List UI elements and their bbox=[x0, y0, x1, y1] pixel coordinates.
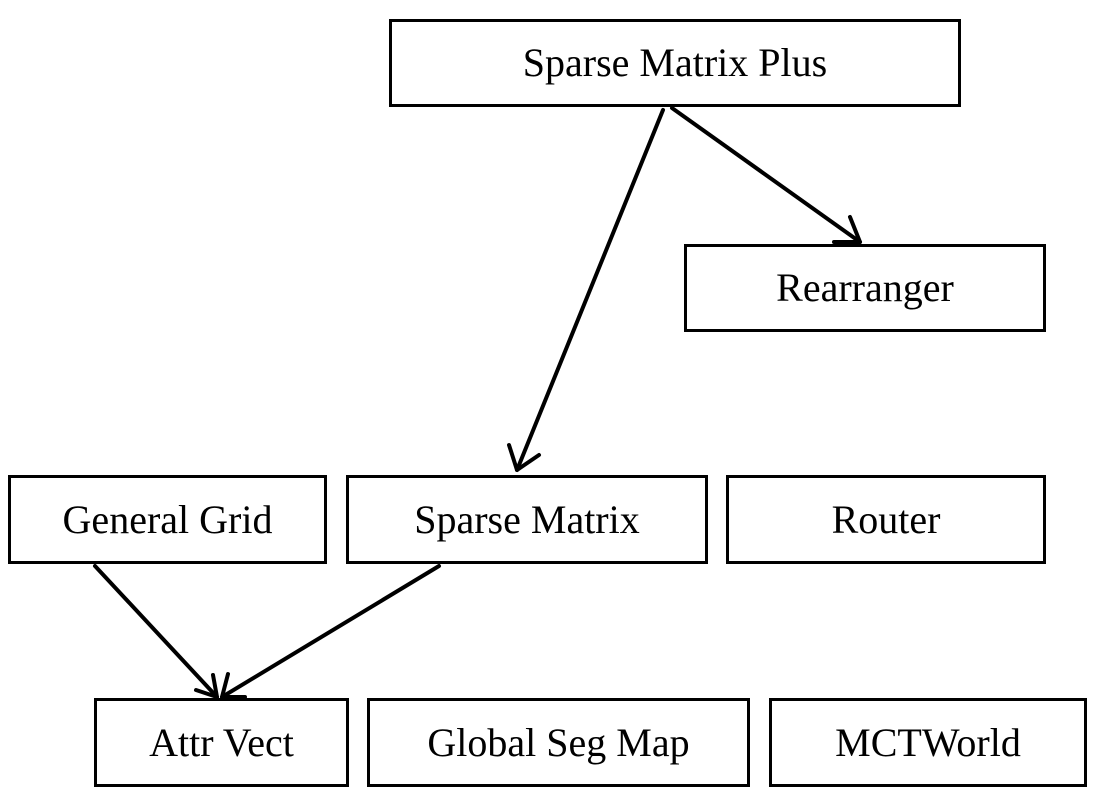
node-label: Attr Vect bbox=[149, 719, 294, 765]
node-label: Global Seg Map bbox=[427, 719, 690, 765]
node-sparse-matrix: Sparse Matrix bbox=[346, 475, 708, 564]
edge-sparse-matrix-plus-to-rearranger bbox=[670, 106, 862, 244]
node-attr-vect: Attr Vect bbox=[94, 698, 349, 787]
node-sparse-matrix-plus: Sparse Matrix Plus bbox=[389, 19, 961, 107]
node-label: Sparse Matrix Plus bbox=[522, 40, 828, 85]
node-label: General Grid bbox=[62, 496, 273, 542]
edge-general-grid-to-attr-vect bbox=[93, 564, 219, 699]
node-router: Router bbox=[726, 475, 1046, 564]
node-rearranger: Rearranger bbox=[684, 244, 1046, 332]
node-mctworld: MCTWorld bbox=[769, 698, 1087, 787]
node-label: Router bbox=[831, 496, 941, 542]
edge-sparse-matrix-plus-to-sparse-matrix bbox=[515, 108, 665, 472]
node-global-seg-map: Global Seg Map bbox=[367, 698, 750, 787]
edge-sparse-matrix-to-attr-vect bbox=[220, 564, 441, 699]
arrowhead-sparse-matrix bbox=[507, 443, 541, 472]
node-label: Sparse Matrix bbox=[414, 496, 640, 542]
node-label: Rearranger bbox=[776, 265, 954, 310]
arrowhead-rearranger bbox=[832, 215, 862, 244]
node-general-grid: General Grid bbox=[8, 475, 327, 564]
node-label: MCTWorld bbox=[835, 719, 1021, 765]
arrowhead-attr-vect-right bbox=[220, 672, 247, 699]
arrowhead-attr-vect-left bbox=[194, 673, 219, 699]
